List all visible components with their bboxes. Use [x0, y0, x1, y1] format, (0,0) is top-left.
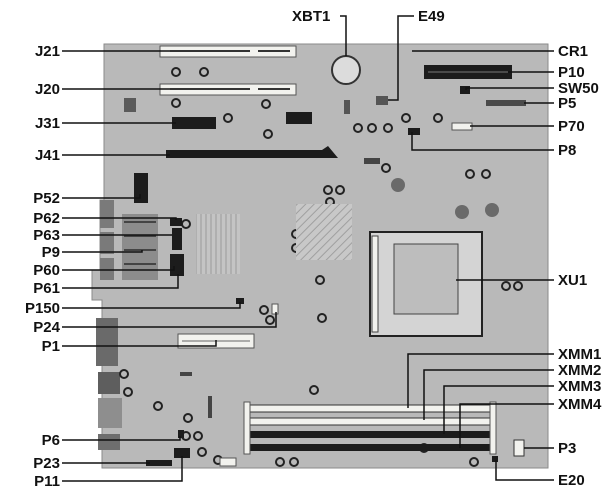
connector-p63 — [172, 228, 182, 250]
chipset-grille — [296, 204, 352, 260]
connector-j31 — [172, 117, 216, 129]
label-p62: P62 — [33, 210, 60, 227]
label-xmm2: XMM2 — [558, 362, 602, 379]
leader-lines — [62, 15, 554, 482]
label-p5: P5 — [558, 95, 577, 112]
label-p52: P52 — [33, 190, 60, 207]
label-p11: P11 — [34, 473, 60, 490]
io-block-6 — [98, 398, 122, 428]
connector-p60 — [170, 254, 184, 276]
label-sw50: SW50 — [558, 80, 599, 97]
gear-components — [391, 178, 499, 219]
chip-e — [208, 396, 212, 418]
sata-lines — [124, 221, 156, 265]
label-p63: P63 — [33, 227, 60, 244]
label-p23: P23 — [33, 455, 60, 472]
chip-c — [344, 100, 350, 114]
io-block-1 — [100, 200, 114, 228]
connector-p11 — [174, 448, 190, 458]
connector-p24 — [271, 303, 279, 315]
cpu-lever — [371, 235, 379, 333]
label-j21: J21 — [34, 43, 60, 60]
connector-p8 — [408, 128, 420, 135]
label-p70: P70 — [558, 118, 585, 135]
label-xmm3: XMM3 — [558, 378, 602, 395]
slot-j41 — [166, 146, 338, 158]
sata-block — [122, 214, 158, 280]
label-xmm4: XMM4 — [558, 396, 602, 413]
label-cr1: CR1 — [558, 43, 589, 60]
chip-f — [180, 372, 192, 376]
connector-p6 — [178, 430, 184, 438]
io-block-7 — [98, 434, 120, 450]
label-p60: P60 — [33, 262, 60, 279]
connector-p150 — [236, 298, 244, 304]
label-p150: P150 — [24, 300, 60, 317]
chip-b — [286, 112, 312, 124]
chip-a — [124, 98, 136, 112]
io-block-2 — [100, 232, 114, 254]
battery-xbt1 — [331, 55, 361, 85]
label-p10: P10 — [558, 64, 585, 81]
label-p6: P6 — [41, 432, 60, 449]
connector-p52 — [134, 173, 148, 203]
cpu-socket-inner — [393, 243, 459, 315]
connector-misc — [219, 457, 237, 467]
label-p8: P8 — [558, 142, 577, 159]
chip-d — [364, 158, 380, 164]
label-j20: J20 — [34, 81, 60, 98]
label-e20: E20 — [558, 472, 585, 489]
jumper-e20 — [492, 456, 498, 462]
label-j31: J31 — [34, 115, 60, 132]
label-p24: P24 — [33, 319, 60, 336]
connector-p62 — [170, 218, 182, 226]
label-xu1: XU1 — [558, 272, 588, 289]
label-j41: J41 — [34, 147, 60, 164]
heatsink-area — [196, 214, 240, 274]
jumper-e49 — [376, 96, 388, 105]
label-p1: P1 — [41, 338, 60, 355]
io-block-3 — [100, 258, 114, 280]
label-p3: P3 — [558, 440, 577, 457]
connector-p23 — [146, 460, 172, 466]
label-xbt1: XBT1 — [292, 8, 331, 25]
label-p9: P9 — [41, 244, 60, 261]
label-xmm1: XMM1 — [558, 346, 602, 363]
io-block-4 — [96, 318, 118, 366]
connector-p70 — [451, 122, 473, 131]
dimm-slots — [243, 401, 497, 455]
connector-p5 — [486, 100, 526, 106]
label-e49: E49 — [418, 8, 445, 25]
io-block-5 — [98, 372, 120, 394]
label-p61: P61 — [33, 280, 60, 297]
switch-sw50 — [460, 86, 470, 94]
connector-p3 — [513, 439, 525, 457]
